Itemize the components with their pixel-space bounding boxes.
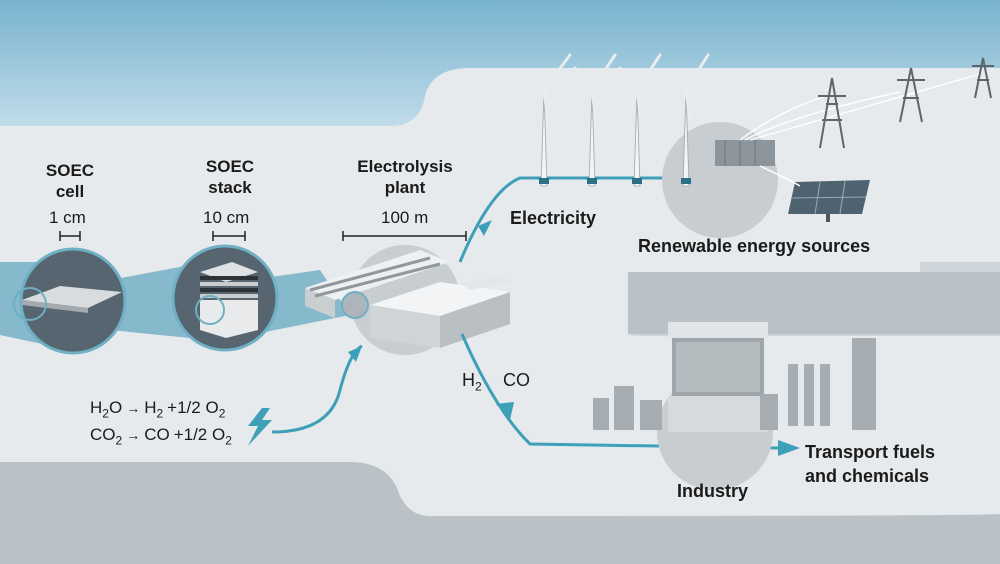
soec-stack-scale: 10 cm: [203, 208, 250, 227]
renewable-circle: [662, 122, 778, 238]
eq2-plus-sub: 2: [225, 433, 232, 448]
scale-bars: [59, 231, 467, 241]
cell-plate: [22, 286, 122, 308]
cell-zoom-ring: [13, 287, 47, 321]
eq1-plus-sub: 2: [218, 406, 226, 421]
soec-cell-label: SOEC cell: [45, 161, 95, 201]
electrolysis-plant-scale: 100 m: [381, 208, 429, 227]
electrolysis-plant-building: [305, 250, 512, 348]
renewable-label: Renewable energy sources: [638, 236, 871, 256]
eq2-lhs: CO: [90, 425, 116, 444]
factory-icon: [593, 322, 876, 432]
eq1-prod: H: [144, 398, 157, 417]
h2-text: H: [462, 370, 475, 390]
equation-co2: CO2 → CO +1/2 O2: [90, 425, 232, 447]
eq1-lhs-tail: O: [108, 398, 123, 417]
eq2-arrow: →: [126, 427, 141, 443]
plant-zoom-ring: [341, 291, 369, 319]
stack-zoom-ring: [195, 295, 225, 325]
eq2-prod: CO: [144, 425, 170, 444]
eq1-lhs: H: [90, 398, 103, 417]
electricity-label: Electricity: [510, 208, 597, 228]
cell-plate-edge: [22, 300, 88, 313]
eq2-lhs-sub: 2: [115, 433, 123, 448]
eq1-plus: +1/2 O: [167, 398, 219, 417]
industry-label: Industry: [677, 481, 749, 501]
transport-label: Transport fuels and chemicals: [805, 442, 936, 486]
power-pylons-icon: [818, 57, 994, 149]
equation-water: H2O → H2 +1/2 O2: [90, 398, 225, 420]
stack-layers: [200, 262, 258, 338]
soec-cell-scale: 1 cm: [49, 208, 86, 227]
co-label: CO: [503, 370, 530, 390]
h2-subscript: 2: [475, 379, 482, 394]
solar-panel-icon: [788, 180, 870, 222]
lightning-icon: [248, 408, 272, 446]
h2-label: H2: [462, 370, 482, 394]
electrolysis-plant-label: Electrolysis plant: [357, 157, 453, 197]
battery-container: [715, 140, 775, 166]
eq1-prod-sub: 2: [156, 406, 164, 421]
eq1-lhs-sub: 2: [102, 406, 109, 421]
soec-stack-label: SOEC stack: [205, 157, 255, 197]
flow-arrowheads: [348, 220, 800, 456]
eq2-plus: +1/2 O: [173, 425, 226, 444]
stack-beam: [110, 265, 190, 338]
eq1-arrow: →: [126, 400, 141, 416]
power-cables: [739, 73, 981, 187]
wind-turbines-icon: [523, 53, 710, 187]
